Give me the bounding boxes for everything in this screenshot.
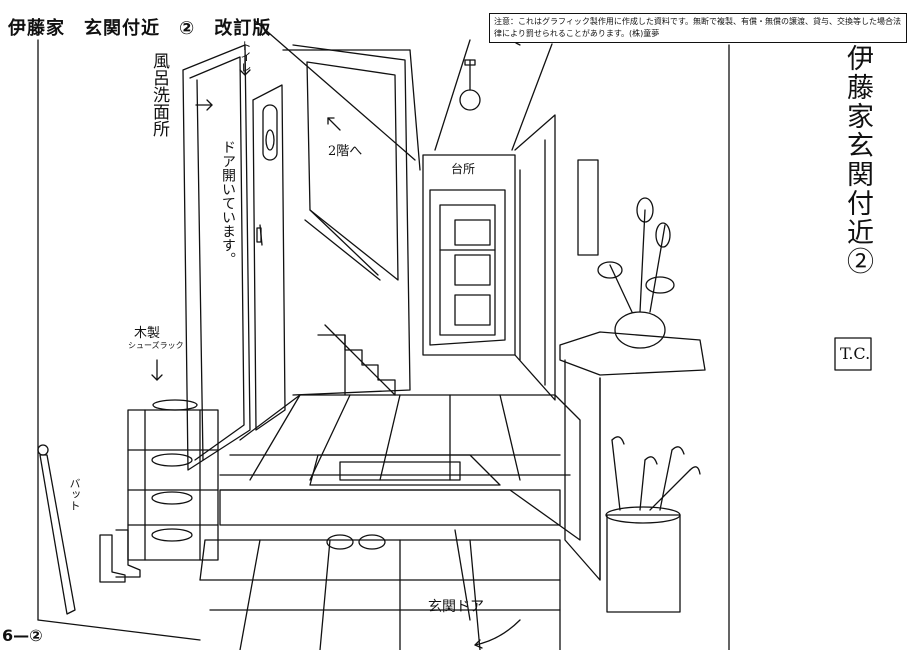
- genkan-step: [199, 489, 561, 650]
- side-mark: T.C.: [840, 344, 871, 363]
- shoe-cabinet: [559, 331, 706, 581]
- bath-wash-label: 風呂洗面所: [149, 52, 169, 137]
- side-mark-box: [834, 337, 872, 371]
- toilet-label: トイレ: [239, 40, 252, 73]
- entrance-door-label: 玄関ドア: [428, 599, 484, 615]
- doormat: [309, 454, 501, 486]
- kitchen-label: 台所: [451, 162, 476, 176]
- shoe-rack-sub-label: シューズラック: [128, 341, 184, 350]
- pointer-line: [511, 43, 553, 151]
- hallway-floor: [219, 394, 581, 541]
- bat-label: バット: [68, 478, 81, 511]
- flower-vase: [597, 197, 675, 349]
- shoe-rack-label: 木製: [134, 326, 161, 341]
- ceiling-lamp: [459, 59, 481, 111]
- baseball-bat: [37, 444, 76, 615]
- toilet-door: [252, 84, 286, 431]
- stair-wall: [292, 44, 411, 396]
- shoe-rack: [127, 399, 219, 561]
- kitchen-doorway: [422, 154, 516, 356]
- stairs: [317, 324, 396, 396]
- side-label: 伊藤家玄関付近②: [842, 44, 873, 276]
- annotation-arrows: [151, 54, 521, 649]
- umbrella-stand: [605, 436, 701, 613]
- boots: [99, 529, 141, 583]
- door-open-label: ドア開いています。: [220, 140, 236, 266]
- copyright-notice: 注意：これはグラフィック製作用に作成した資料です。無断で複製、有償・無償の譲渡、…: [489, 13, 907, 43]
- slippers: [326, 534, 386, 550]
- to-second-floor-label: 2階へ: [328, 144, 363, 159]
- bathroom-door: [182, 44, 251, 471]
- ceiling-line: [253, 19, 416, 161]
- sheet-title: 伊藤家 玄関付近 ② 改訂版: [8, 18, 272, 39]
- page-number: 6—②: [2, 626, 43, 645]
- right-corridor-wall: [514, 114, 599, 401]
